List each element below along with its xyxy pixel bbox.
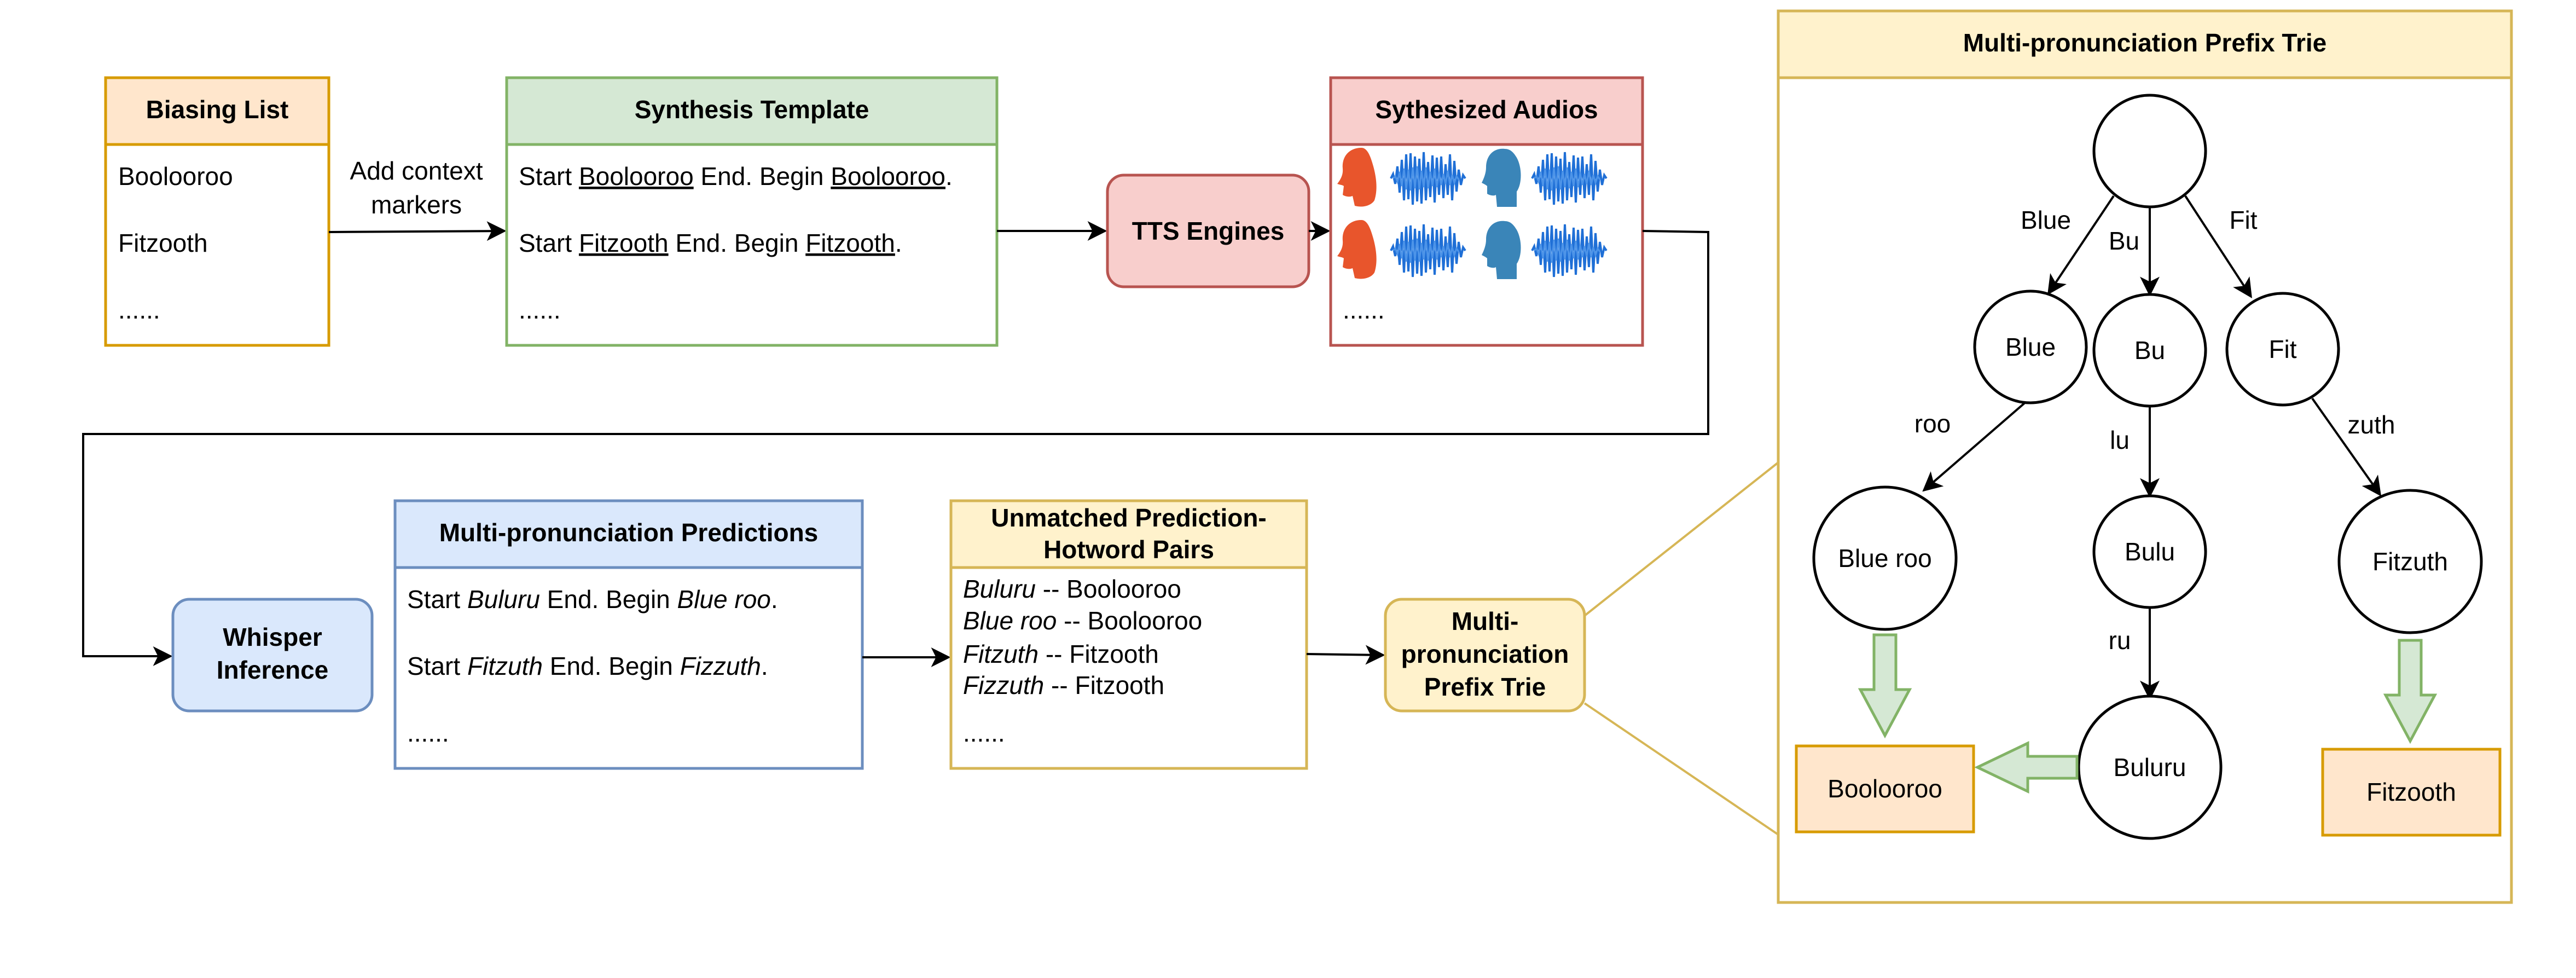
tts-engines-label: TTS Engines — [1132, 217, 1285, 245]
unmatched-pairs-box: Unmatched Prediction- Hotword Pairs Bulu… — [949, 499, 1308, 770]
prefix-trie-panel: Multi-pronunciation Prefix Trie Blue Bu … — [1777, 9, 2513, 904]
synthesized-audios-title: Sythesized Audios — [1375, 95, 1598, 124]
template-more: ...... — [519, 296, 561, 324]
prediction-line-2: Start Fitzuth End. Begin Fizzuth. — [407, 652, 768, 680]
whisper-label: Whisper — [223, 623, 322, 651]
trie-node — [2092, 293, 2207, 408]
context-markers-label: markers — [371, 190, 462, 219]
predictions-title: Multi-pronunciation Predictions — [439, 518, 819, 547]
trie-edge — [2311, 397, 2382, 496]
trie-root-node — [2092, 94, 2207, 209]
whisper-label: Inference — [217, 656, 329, 684]
trie-edge-label: lu — [2110, 426, 2130, 454]
target-hotword-label: Fitzooth — [2366, 778, 2456, 806]
unmatched-pairs-title: Hotword Pairs — [1043, 535, 1214, 564]
prefix-trie-node-label: pronunciation — [1401, 640, 1569, 668]
trie-node — [2092, 494, 2207, 609]
trie-node-label: Bu — [2134, 336, 2165, 364]
trie-edge-label: Fit — [2229, 206, 2257, 234]
trie-node-label: Fitzuth — [2372, 547, 2448, 576]
trie-node-label: Blue — [2005, 333, 2056, 361]
pair-row: Blue roo -- Boolooroo — [963, 606, 1202, 635]
trie-edge — [1922, 397, 2031, 492]
trie-node — [1973, 290, 2088, 404]
trie-node — [1812, 485, 1958, 631]
biasing-list-item: Boolooroo — [118, 162, 233, 190]
trie-edge-label: roo — [1914, 409, 1951, 438]
trie-edge — [2184, 195, 2252, 299]
target-hotword-label: Boolooroo — [1827, 774, 1942, 803]
predictions-more: ...... — [407, 719, 449, 747]
synthesized-audios-box: Sythesized Audios ...... — [1329, 76, 1644, 347]
trie-node-label: Blue roo — [1838, 544, 1931, 572]
predictions-box: Multi-pronunciation Predictions Start Bu… — [393, 499, 864, 770]
trie-node — [2077, 695, 2223, 840]
pair-row: Fitzuth -- Fitzooth — [963, 640, 1159, 668]
tts-engines-node: TTS Engines — [1106, 173, 1310, 288]
mapping-arrow — [1974, 741, 2079, 794]
biasing-list-item: Fitzooth — [118, 229, 208, 257]
pair-row: Buluru -- Boolooroo — [963, 575, 1181, 603]
biasing-list-box: Biasing List Boolooroo Fitzooth ...... — [104, 76, 330, 347]
trie-edge-label: Bu — [2109, 227, 2139, 255]
biasing-list-more: ...... — [118, 296, 160, 324]
trie-node — [2225, 292, 2340, 407]
prefix-trie-node-label: Multi- — [1452, 607, 1519, 635]
trie-edge — [2047, 195, 2115, 295]
template-line-1: Start Boolooroo End. Begin Boolooroo. — [519, 162, 953, 190]
mapping-arrow — [1858, 633, 1912, 739]
prefix-trie-title: Multi-pronunciation Prefix Trie — [1963, 28, 2326, 57]
pairs-more: ...... — [963, 719, 1005, 747]
context-markers-label: Add context — [350, 157, 483, 185]
synthesis-template-box: Synthesis Template Start Boolooroo End. … — [505, 76, 999, 347]
trie-node-label: Buluru — [2114, 753, 2186, 782]
trie-edge-label: zuth — [2348, 410, 2395, 439]
trie-node — [2337, 489, 2483, 634]
zoom-line — [1583, 461, 1779, 617]
unmatched-pairs-title: Unmatched Prediction- — [991, 504, 1267, 532]
pair-row: Fizzuth -- Fitzooth — [963, 671, 1164, 699]
prefix-trie-node-label: Prefix Trie — [1424, 673, 1546, 701]
trie-edge-label: Blue — [2021, 206, 2071, 234]
arrow-biasing-to-template — [328, 221, 507, 241]
prediction-line-1: Start Buluru End. Begin Blue roo. — [407, 585, 778, 614]
whisper-inference-node: Whisper Inference — [171, 598, 374, 713]
target-hotword-box — [1795, 744, 1975, 834]
biasing-list-title: Biasing List — [146, 95, 289, 124]
target-hotword-box — [2321, 748, 2502, 837]
arrow-audios-to-whisper — [82, 230, 1709, 666]
trie-node-label: Bulu — [2125, 537, 2175, 566]
audios-more: ...... — [1343, 296, 1385, 324]
mapping-arrow — [2383, 639, 2438, 744]
trie-node-label: Fit — [2268, 335, 2296, 363]
prefix-trie-node: Multi- pronunciation Prefix Trie — [1384, 598, 1586, 713]
zoom-line — [1583, 702, 1779, 836]
template-line-2: Start Fitzooth End. Begin Fitzooth. — [519, 229, 902, 257]
trie-edge-label: ru — [2109, 626, 2131, 655]
synthesis-template-title: Synthesis Template — [635, 95, 869, 124]
arrow-pairs-to-trie — [1306, 645, 1385, 665]
